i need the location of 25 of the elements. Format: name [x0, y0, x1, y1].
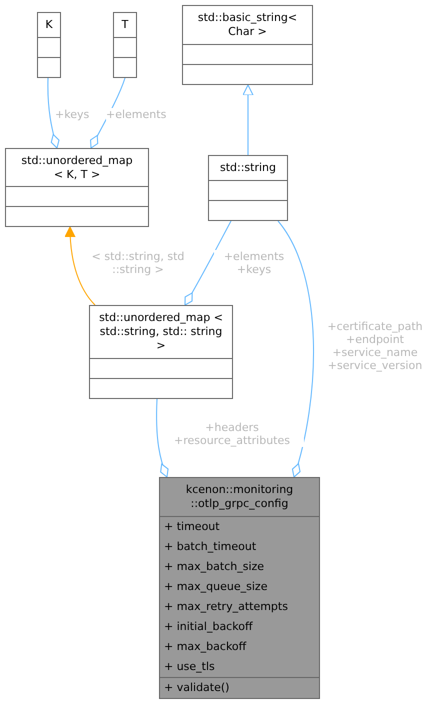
class-name: std::unordered_map < K, T >	[20, 154, 134, 182]
class-name: kcenon::monitoring ::otlp_grpc_config	[184, 483, 294, 511]
class-name: T	[122, 18, 128, 32]
class-box	[113, 12, 137, 78]
method-name: + validate()	[164, 681, 230, 695]
member-name: + initial_backoff	[164, 620, 254, 634]
member-name: + use_tls	[164, 660, 216, 674]
class-name: std::unordered_map < std::string, std:: string >	[99, 311, 223, 353]
member-name: + timeout	[164, 520, 221, 534]
connector-arrow	[64, 226, 96, 306]
class-name: std::basic_string< Char >	[196, 11, 298, 39]
member-name: + max_retry_attempts	[164, 600, 289, 614]
class-name: K	[45, 18, 53, 32]
class-box	[89, 305, 233, 399]
member-name: + batch_timeout	[164, 540, 258, 554]
member-name: + max_queue_size	[164, 580, 268, 594]
connector-arrow	[242, 84, 254, 156]
member-name: + max_backoff	[164, 640, 248, 654]
class-box	[37, 12, 61, 78]
class-box	[208, 155, 288, 221]
class-box	[159, 477, 320, 699]
class-box	[182, 5, 313, 85]
member-name: + max_batch_size	[164, 560, 266, 574]
class-name: std::string	[220, 161, 276, 175]
class-box	[5, 148, 149, 227]
